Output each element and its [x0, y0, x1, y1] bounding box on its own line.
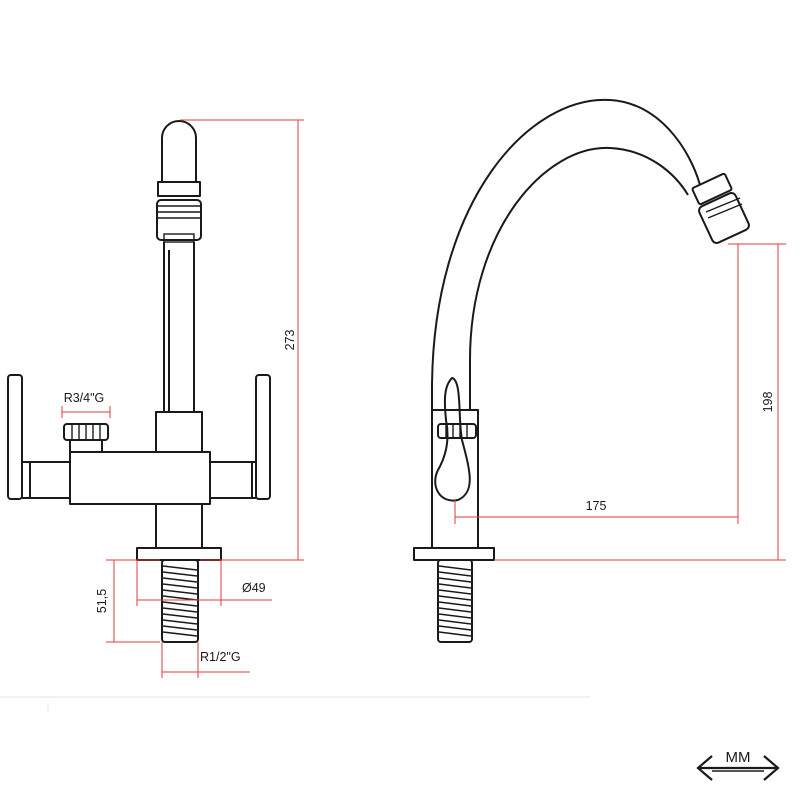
- dim-spout-height-198: 198: [761, 392, 775, 413]
- front-view-dimensions: 273 R3/4"G 51,5 Ø49 R1/2"G: [61, 119, 304, 678]
- right-handle: [255, 374, 271, 500]
- base-plate: [136, 547, 222, 561]
- dim-diameter-49: Ø49: [242, 581, 266, 595]
- dim-thread-r12: R1/2"G: [200, 650, 241, 664]
- spout-curve-inner: [469, 146, 689, 410]
- threaded-shank: [161, 559, 199, 643]
- valve-body-top: [155, 411, 203, 453]
- aerator: [698, 192, 750, 244]
- left-arm: [29, 461, 71, 499]
- left-handle: [7, 374, 23, 500]
- spout-tube: [163, 242, 195, 412]
- front-view-faucet: [7, 120, 271, 643]
- units-indicator: MM: [696, 749, 780, 781]
- side-view-faucet: [413, 98, 750, 643]
- connector-r34: [69, 439, 103, 453]
- spout-curve-outer: [431, 98, 701, 410]
- spout-tip-collar: [691, 172, 733, 206]
- dim-connector-r34: R3/4"G: [64, 391, 105, 405]
- lever-handle: [434, 377, 471, 502]
- aerator-housing: [156, 199, 202, 241]
- units-label: MM: [726, 749, 751, 766]
- spout-top: [161, 120, 197, 183]
- arrow-left-icon: [696, 755, 713, 781]
- dim-shank-51-5: 51,5: [95, 589, 109, 613]
- dim-height-273: 273: [283, 330, 297, 351]
- spout-ring-upper: [157, 181, 201, 197]
- valve-body-bottom: [155, 503, 203, 549]
- side-connector: [437, 423, 477, 439]
- valve-body: [69, 451, 211, 505]
- dim-spout-reach-175: 175: [586, 499, 607, 513]
- side-view-dimensions: 198 175: [454, 243, 786, 561]
- side-threaded-shank: [437, 559, 473, 643]
- side-base-plate: [413, 547, 495, 561]
- arrow-right-icon: [763, 755, 780, 781]
- right-arm: [209, 461, 253, 499]
